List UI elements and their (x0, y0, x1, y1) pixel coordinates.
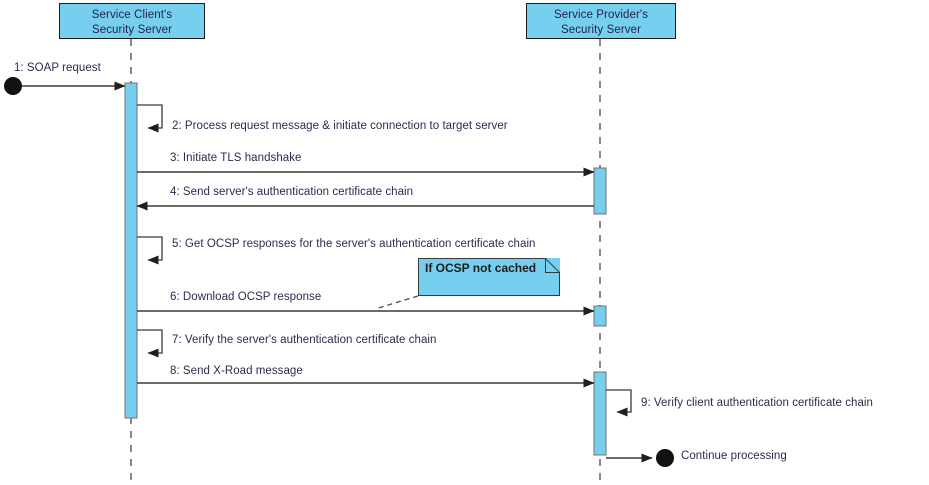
message-label-5: 5: Get OCSP responses for the server's a… (172, 238, 536, 250)
lifeline-provider-line1: Service Provider's (553, 9, 649, 21)
message-9-self-loop (606, 389, 632, 417)
activation-bar-provider-xroad (593, 371, 607, 456)
message-2-self-loop (137, 104, 163, 133)
message-label-7: 7: Verify the server's authentication ce… (172, 334, 437, 346)
message-label-6: 6: Download OCSP response (170, 291, 322, 303)
note-shape (418, 258, 560, 296)
message-continue-processing (606, 449, 674, 467)
message-label-8: 8: Send X-Road message (170, 365, 303, 377)
message-label-9: 9: Verify client authentication certific… (641, 397, 873, 409)
lifeline-header-provider[interactable]: Service Provider's Security Server (526, 3, 676, 39)
activation-bars (124, 82, 607, 456)
message-label-1: 1: SOAP request (14, 62, 101, 74)
lifeline-provider-line2: Security Server (560, 24, 642, 36)
activation-bar-provider-ocsp (593, 305, 607, 327)
lifeline-client-line2: Security Server (91, 24, 173, 36)
activation-bar-client-main (124, 82, 138, 419)
continue-node-circle (656, 449, 674, 467)
note-text: If OCSP not cached (425, 261, 537, 275)
activation-bar-provider-tls (593, 167, 607, 215)
note-if-ocsp-not-cached: If OCSP not cached (418, 258, 560, 296)
message-label-4: 4: Send server's authentication certific… (170, 186, 414, 198)
message-label-continue-processing: Continue processing (681, 450, 787, 462)
note-leader-line (374, 295, 419, 310)
message-label-2: 2: Process request message & initiate co… (172, 120, 508, 132)
message-7-self-loop (137, 329, 163, 358)
message-1-soap-request (4, 77, 126, 95)
lifeline-header-client[interactable]: Service Client's Security Server (59, 3, 205, 39)
message-5-self-loop (137, 236, 163, 265)
message-label-3: 3: Initiate TLS handshake (170, 152, 302, 164)
start-node-circle (4, 77, 22, 95)
lifeline-client-line1: Service Client's (91, 9, 173, 21)
